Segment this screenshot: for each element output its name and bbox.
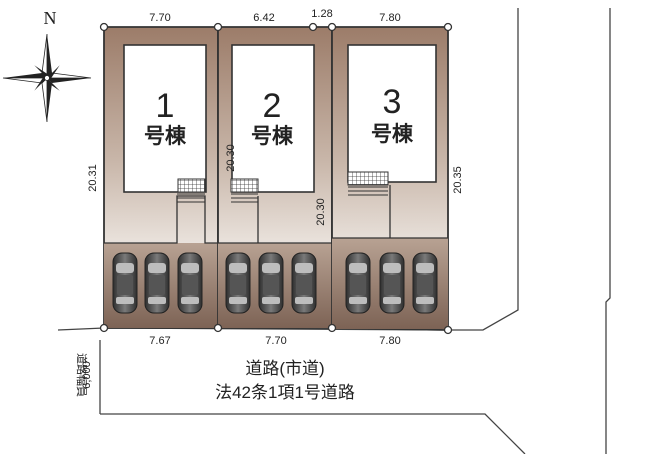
lot-3-top-width: 7.80 — [379, 12, 400, 24]
car-1a — [112, 252, 138, 314]
neighbor-boundary — [448, 8, 611, 454]
car-1b — [144, 252, 170, 314]
car-3b — [379, 252, 405, 314]
lot-2-depth: 20.30 — [225, 144, 237, 172]
lot-2-bottom-width: 7.70 — [265, 335, 286, 347]
road-classification: 法42条1項1号道路 — [215, 383, 355, 402]
road-name: 道路(市道) — [245, 359, 324, 378]
entrance-steps-2 — [230, 178, 259, 193]
north-label: N — [44, 8, 57, 28]
lot-1: 1 号棟 — [103, 26, 219, 329]
car-1c — [177, 252, 203, 314]
lot-3-left-depth: 20.30 — [315, 198, 327, 226]
top-extra-dimension: 1.28 — [311, 8, 332, 20]
lot-1-top-width: 7.70 — [149, 12, 170, 24]
lot-3-bottom-width: 7.80 — [379, 335, 400, 347]
house-3 — [347, 44, 437, 183]
road-width-value: 6,000 — [81, 361, 93, 389]
lot-2-label: 号棟 — [251, 124, 294, 148]
lot-1-number: 1 — [156, 87, 175, 125]
lot-1-bottom-width: 7.67 — [149, 335, 170, 347]
entrance-steps-3 — [347, 171, 389, 186]
lot-2: 2 号棟 — [217, 26, 333, 329]
car-2c — [291, 252, 317, 314]
lot-3-right-depth: 20.35 — [452, 166, 464, 194]
car-2a — [225, 252, 251, 314]
compass-rose-icon — [2, 33, 92, 123]
entrance-steps-1 — [177, 178, 206, 193]
house-2 — [231, 44, 315, 193]
lot-2-top-width: 6.42 — [253, 12, 274, 24]
road-width-label: 道路幅員 — [75, 353, 89, 397]
lot-1-depth: 20.31 — [87, 164, 99, 192]
road-width-indicator: 道路幅員 6,000 — [75, 353, 93, 397]
lot-1-label: 号棟 — [144, 124, 187, 148]
lot-2-number: 2 — [263, 87, 282, 125]
house-1 — [123, 44, 207, 193]
lot-3-number: 3 — [383, 83, 402, 121]
car-3c — [412, 252, 438, 314]
lot-3-label: 号棟 — [371, 122, 414, 146]
car-3a — [345, 252, 371, 314]
corner-markers — [99, 22, 453, 335]
lot-3: 3 号棟 — [331, 26, 449, 331]
car-2b — [258, 252, 284, 314]
